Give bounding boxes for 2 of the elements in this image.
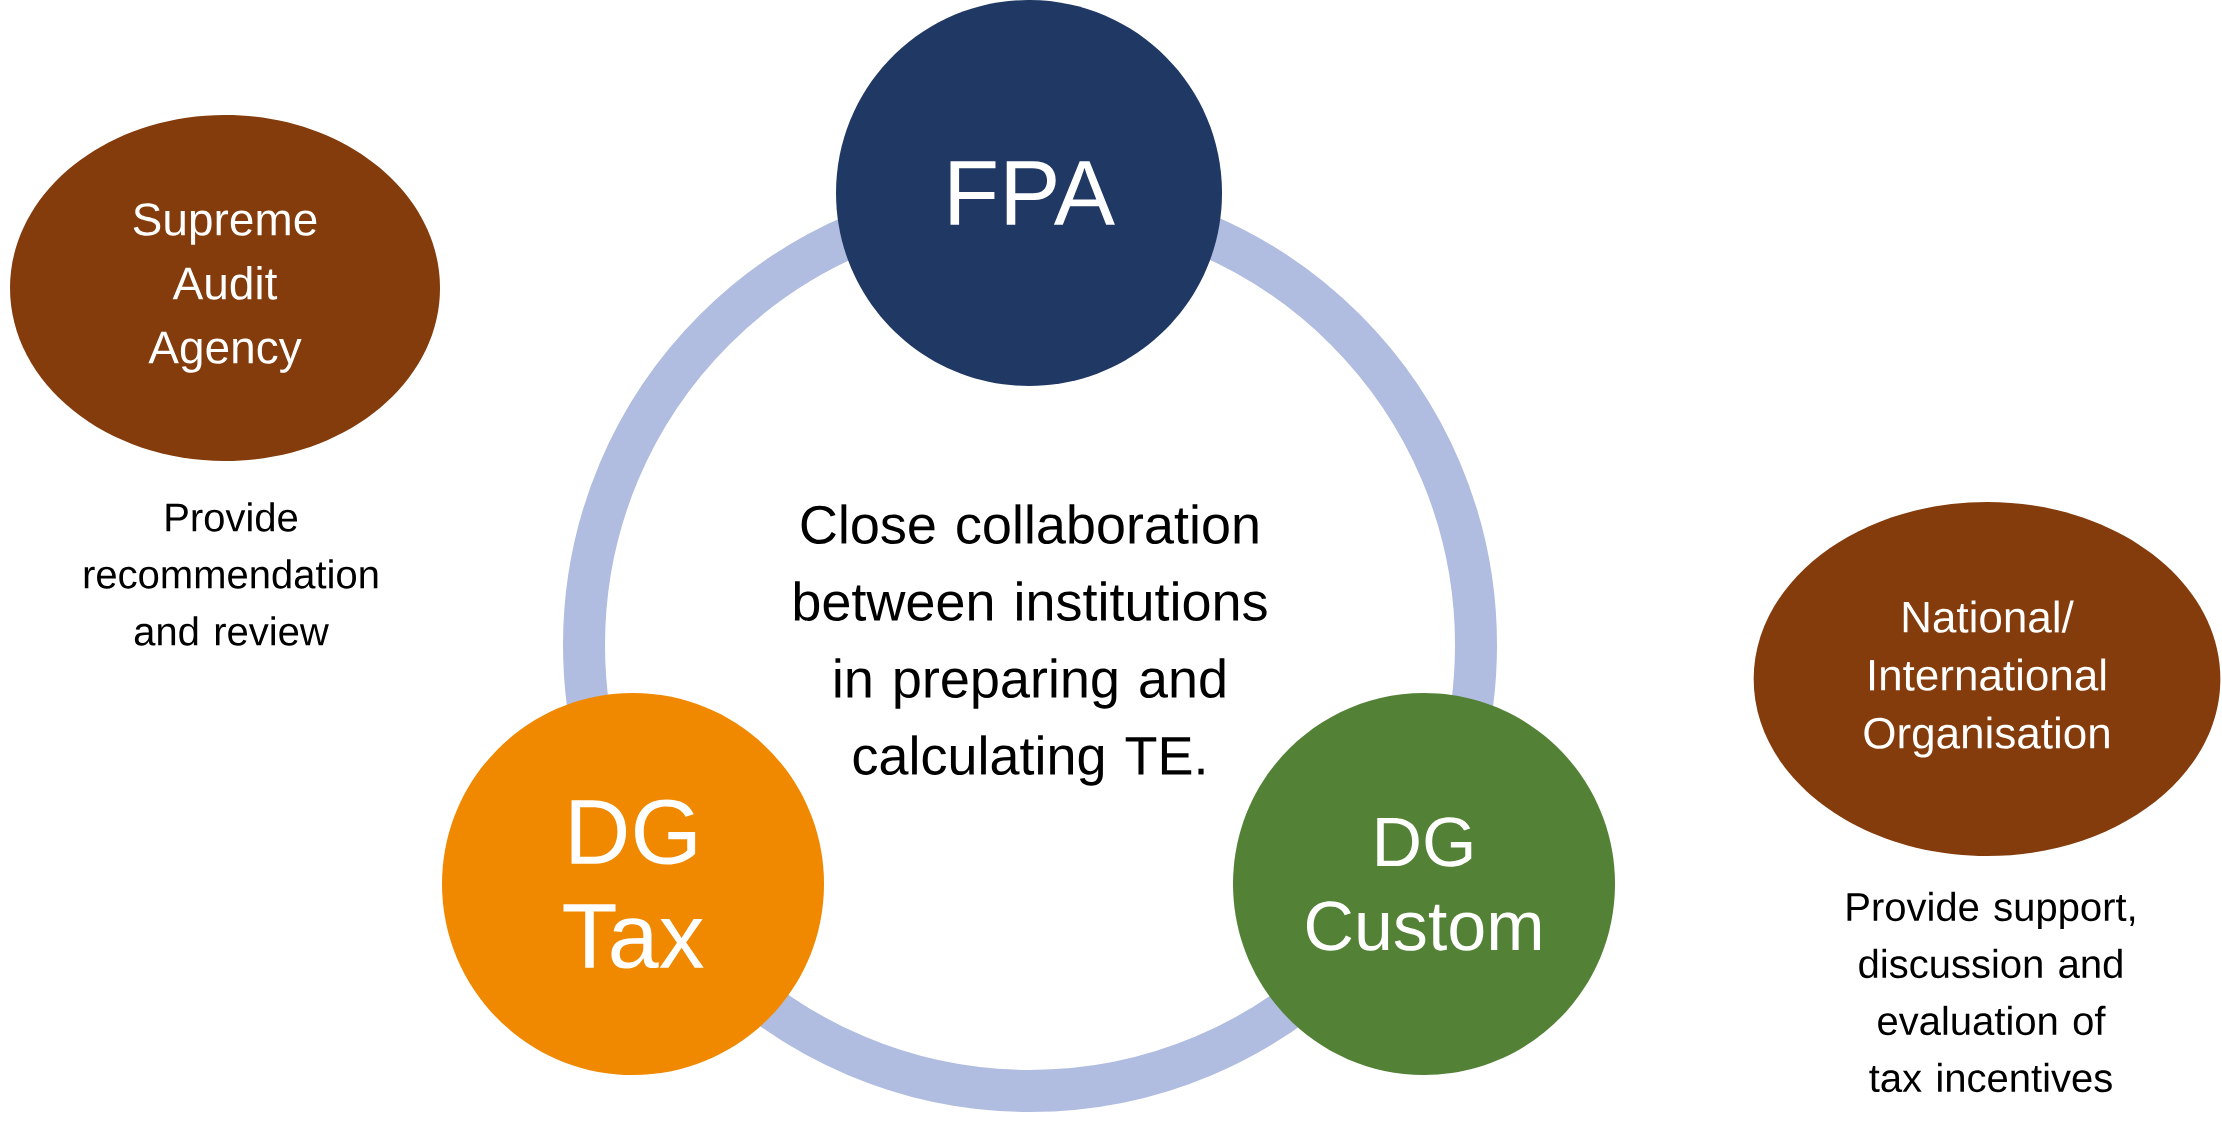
caption-text: Provide support, discussion and evaluation of tax incentives [1847,891,2135,1093]
caption-text: Provide recommendation and review [84,502,378,646]
